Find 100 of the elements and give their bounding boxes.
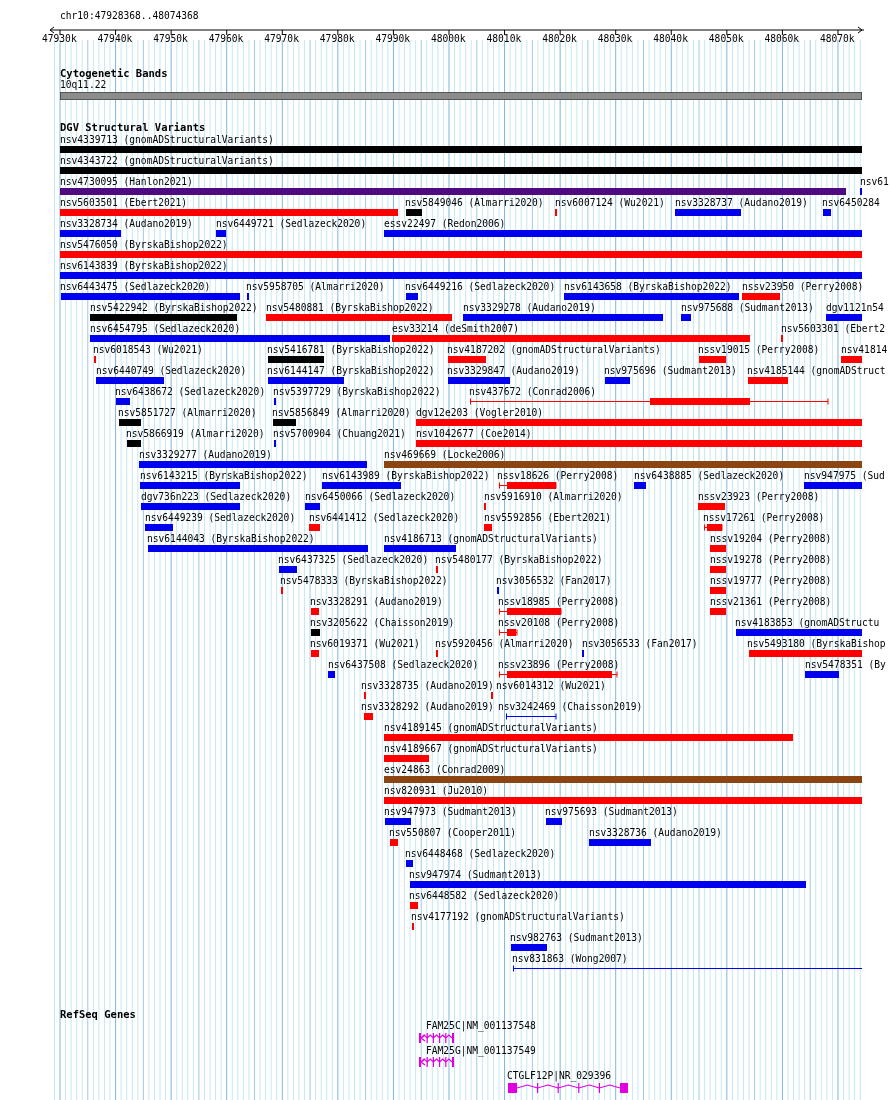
variant-label: nsv975688 (Sudmant2013) — [681, 302, 814, 313]
variant-label: nsv5920456 (Almarri2020) — [435, 638, 574, 649]
variant-label: nsv6143839 (ByrskaBishop2022) — [60, 260, 228, 271]
variant-label: nsv6449216 (Sedlazeck2020) — [405, 281, 556, 292]
variant-label: nsv6449721 (Sedlazeck2020) — [216, 218, 367, 229]
variant-label: nssv21361 (Perry2008) — [710, 596, 832, 607]
variant-label: nsv4187202 (gnomADStructuralVariants) — [447, 344, 661, 355]
variant-label: nsv6014312 (Wu2021) — [496, 680, 606, 691]
variant-label: nsv982763 (Sudmant2013) — [510, 932, 643, 943]
variant-label: nsv4189145 (gnomADStructuralVariants) — [384, 722, 598, 733]
variant-label: nsv6438672 (Sedlazeck2020) — [115, 386, 266, 397]
variant-label: nsv3328291 (Audano2019) — [310, 596, 443, 607]
track-title: DGV Structural Variants — [60, 122, 206, 133]
variant-label: nsv6443475 (Sedlazeck2020) — [60, 281, 211, 292]
variant-label: nsv3329847 (Audano2019) — [447, 365, 580, 376]
variant-label: nsv61 — [860, 176, 889, 187]
variant-label: nsv6448468 (Sedlazeck2020) — [405, 848, 556, 859]
variant-label: nsv41814 — [841, 344, 888, 355]
tick-label: 47990k — [375, 33, 411, 44]
variant-label: nsv3329277 (Audano2019) — [139, 449, 272, 460]
variant-label: nsv820931 (Ju2010) — [384, 785, 488, 796]
variant-label: nsv4343722 (gnomADStructuralVariants) — [60, 155, 274, 166]
variant-label: nsv6143989 (ByrskaBishop2022) — [322, 470, 490, 481]
variant-label: nsv6143215 (ByrskaBishop2022) — [140, 470, 308, 481]
variant-label: nsv6007124 (Wu2021) — [555, 197, 665, 208]
variant-label: essv22497 (Redon2006) — [384, 218, 506, 229]
variant-label: dgv12e203 (Vogler2010) — [416, 407, 544, 418]
variant-label: nsv4189667 (gnomADStructuralVariants) — [384, 743, 598, 754]
variant-label: nsv5856849 (Almarri2020) — [272, 407, 411, 418]
variant-label: nsv5851727 (Almarri2020) — [118, 407, 257, 418]
variant-label: nsv5700904 (Chuang2021) — [273, 428, 406, 439]
variant-label: nssv19204 (Perry2008) — [710, 533, 832, 544]
band-label: 10q11.22 — [60, 79, 107, 90]
variant-label: nsv5603501 (Ebert2021) — [60, 197, 188, 208]
gene-label: FAM25G|NM_001137549 — [426, 1045, 536, 1056]
variant-label: nsv6438885 (Sedlazeck2020) — [634, 470, 785, 481]
variant-label: nsv947973 (Sudmant2013) — [384, 806, 517, 817]
variant-label: nsv5416781 (ByrskaBishop2022) — [267, 344, 435, 355]
variant-label: nssv19777 (Perry2008) — [710, 575, 832, 586]
variant-label: nssv19015 (Perry2008) — [698, 344, 820, 355]
track-title: Cytogenetic Bands — [60, 68, 168, 79]
variant-label: nsv6143658 (ByrskaBishop2022) — [564, 281, 732, 292]
variant-label: nsv5397729 (ByrskaBishop2022) — [273, 386, 441, 397]
variant-label: nsv975696 (Sudmant2013) — [604, 365, 737, 376]
variant-label: nsv6449239 (Sedlazeck2020) — [145, 512, 296, 523]
variant-label: nssv19278 (Perry2008) — [710, 554, 832, 565]
variant-label: nsv975693 (Sudmant2013) — [545, 806, 678, 817]
variant-label: nssv23923 (Perry2008) — [698, 491, 820, 502]
variant-label: esv33214 (deSmith2007) — [392, 323, 520, 334]
tick-label: 47960k — [208, 33, 244, 44]
tick-label: 47970k — [264, 33, 299, 44]
variant-label: nssv18626 (Perry2008) — [497, 470, 619, 481]
variant-label: nsv3056532 (Fan2017) — [496, 575, 612, 586]
variant-label: nssv18985 (Perry2008) — [498, 596, 620, 607]
variant-label: dgv736n223 (Sedlazeck2020) — [141, 491, 292, 502]
variant-label: nsv6454795 (Sedlazeck2020) — [90, 323, 241, 334]
variant-label: nsv947974 (Sudmant2013) — [409, 869, 542, 880]
variant-label: nsv6448582 (Sedlazeck2020) — [409, 890, 560, 901]
gene-label: CTGLF12P|NR_029396 — [507, 1070, 611, 1081]
variant-label: nsv6441412 (Sedlazeck2020) — [309, 512, 460, 523]
variant-label: nsv6018543 (Wu2021) — [93, 344, 203, 355]
variant-label: nsv947975 (Sud — [804, 470, 885, 481]
variant-label: nsv4177192 (gnomADStructuralVariants) — [411, 911, 625, 922]
tick-label: 48020k — [542, 33, 577, 44]
gene-label: FAM25C|NM_001137548 — [426, 1020, 536, 1031]
variant-label: nsv4339713 (gnomADStructuralVariants) — [60, 134, 274, 145]
variant-label: nsv5480177 (ByrskaBishop2022) — [435, 554, 603, 565]
variant-label: nsv3056533 (Fan2017) — [582, 638, 698, 649]
tick-label: 48050k — [708, 33, 744, 44]
variant-label: nsv6440749 (Sedlazeck2020) — [96, 365, 247, 376]
variant-label: nsv3242469 (Chaisson2019) — [498, 701, 643, 712]
variant-label: nssv20108 (Perry2008) — [498, 617, 620, 628]
variant-label: nsv6450066 (Sedlazeck2020) — [305, 491, 456, 502]
variant-label: nsv4730095 (Hanlon2021) — [60, 176, 193, 187]
variant-label: nsv4186713 (gnomADStructuralVariants) — [384, 533, 598, 544]
variant-label: nsv5476050 (ByrskaBishop2022) — [60, 239, 228, 250]
variant-label: dgv1121n54 — [826, 302, 884, 313]
variant-label: nsv6019371 (Wu2021) — [310, 638, 420, 649]
tick-label: 47950k — [153, 33, 188, 44]
variant-label: nssv23896 (Perry2008) — [498, 659, 620, 670]
variant-label: nsv3329278 (Audano2019) — [463, 302, 596, 313]
variant-label: nssv23950 (Perry2008) — [742, 281, 864, 292]
variant-label: nsv831863 (Wong2007) — [512, 953, 628, 964]
variant-label: esv24863 (Conrad2009) — [384, 764, 506, 775]
variant-label: nssv17261 (Perry2008) — [703, 512, 825, 523]
tick-label: 48010k — [486, 33, 522, 44]
variant-label: nsv5422942 (ByrskaBishop2022) — [90, 302, 258, 313]
variant-label: nsv6450284 — [822, 197, 880, 208]
tick-label: 48070k — [819, 33, 855, 44]
variant-label: nsv5916910 (Almarri2020) — [484, 491, 623, 502]
variant-label: nsv550807 (Cooper2011) — [389, 827, 517, 838]
variant-label: nsv5478333 (ByrskaBishop2022) — [280, 575, 448, 586]
variant-label: nsv3328736 (Audano2019) — [589, 827, 722, 838]
coordinate-label: chr10:47928368..48074368 — [60, 10, 199, 21]
variant-label: nsv3328292 (Audano2019) — [361, 701, 494, 712]
variant-label: nsv5592856 (Ebert2021) — [484, 512, 612, 523]
tick-label: 47940k — [97, 33, 133, 44]
tick-label: 48040k — [653, 33, 688, 44]
variant-label: nsv5958705 (Almarri2020) — [246, 281, 385, 292]
tick-label: 48000k — [431, 33, 466, 44]
